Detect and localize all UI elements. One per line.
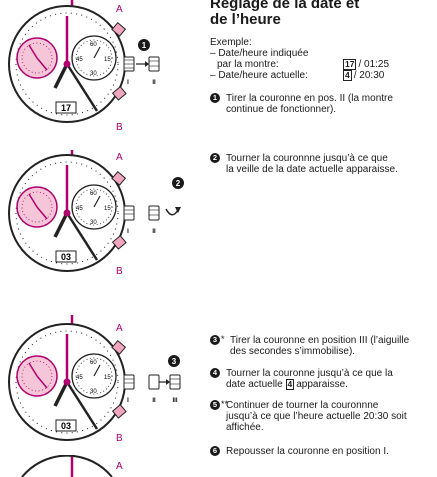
minute-hand xyxy=(65,63,99,112)
step-number-badge: 6 xyxy=(210,446,220,456)
svg-text:60: 60 xyxy=(90,191,97,197)
shown-date-box: 17 xyxy=(343,59,357,70)
svg-text:2: 2 xyxy=(176,179,181,188)
crown-fully-pulled xyxy=(169,374,181,390)
svg-text:03: 03 xyxy=(61,421,71,431)
pusher-top xyxy=(111,340,127,355)
svg-text:15: 15 xyxy=(104,375,111,381)
minute-hand xyxy=(65,381,99,430)
svg-text:60: 60 xyxy=(90,42,97,48)
pusher-top xyxy=(111,22,127,37)
step-number-badge: 1 xyxy=(210,93,220,103)
crown-pulled xyxy=(148,374,160,390)
watch-figure-3: A B 60 45 15 30 03 3 I II III xyxy=(0,315,200,445)
svg-text:60: 60 xyxy=(90,360,97,366)
svg-text:I: I xyxy=(127,80,129,86)
step-number-badge: 4 xyxy=(210,368,220,378)
pusher-top xyxy=(111,171,127,186)
svg-text:I: I xyxy=(127,229,129,235)
step-badge xyxy=(168,355,180,367)
crown xyxy=(123,205,135,221)
svg-text:15: 15 xyxy=(104,206,111,212)
svg-text:45: 45 xyxy=(76,375,83,381)
hour-hand xyxy=(53,212,69,238)
pusher-bottom xyxy=(111,404,127,419)
svg-text:17: 17 xyxy=(61,103,71,113)
label-a: A xyxy=(116,4,123,15)
svg-text:3: 3 xyxy=(172,357,177,366)
hour-hand xyxy=(53,381,69,407)
svg-text:A: A xyxy=(116,323,123,334)
svg-text:30: 30 xyxy=(90,71,97,77)
example-block: Exemple: – Date/heure indiquée par la mo… xyxy=(210,37,390,81)
svg-text:II: II xyxy=(152,80,156,86)
svg-text:A: A xyxy=(116,152,123,163)
date-window xyxy=(55,419,77,432)
svg-text:15: 15 xyxy=(104,57,111,63)
date-window xyxy=(55,101,77,114)
watch-figure-1: A B 60 45 15 30 17 1 I II xyxy=(0,0,200,135)
step-number-badge: 3 xyxy=(210,335,220,345)
center-pin xyxy=(63,60,71,68)
crown xyxy=(123,374,135,390)
svg-text:1: 1 xyxy=(142,41,147,50)
rotate-arrow-icon xyxy=(165,208,179,216)
watch-figure-4: A xyxy=(0,455,200,477)
minute-track xyxy=(15,12,119,116)
svg-text:30: 30 xyxy=(90,220,97,226)
svg-text:30: 30 xyxy=(90,389,97,395)
svg-text:B: B xyxy=(116,266,123,277)
watch-figure-2: A B 60 45 15 30 03 2 I II xyxy=(0,150,200,280)
step-badge xyxy=(138,39,150,51)
svg-text:45: 45 xyxy=(76,206,83,212)
svg-text:I: I xyxy=(127,398,129,404)
step-number-badge: 5 xyxy=(210,400,220,410)
crown-pulled xyxy=(148,56,160,72)
svg-text:03: 03 xyxy=(61,252,71,262)
step-badge xyxy=(172,177,184,189)
svg-text:B: B xyxy=(116,433,123,444)
minute-hand xyxy=(65,212,99,261)
hour-hand xyxy=(53,63,69,89)
svg-text:II: II xyxy=(152,229,156,235)
page-title: Réglage de la date et de l’heure xyxy=(210,0,360,28)
step-number-badge: 2 xyxy=(210,153,220,163)
crown-pulled xyxy=(148,205,160,221)
svg-text:A: A xyxy=(116,461,123,472)
svg-text:II: II xyxy=(152,398,156,404)
pusher-bottom xyxy=(111,86,127,101)
svg-text:III: III xyxy=(172,398,177,404)
date-box: 4 xyxy=(285,379,295,390)
pusher-bottom xyxy=(111,235,127,250)
date-window xyxy=(55,250,77,263)
svg-text:45: 45 xyxy=(76,57,83,63)
current-date-box: 4 xyxy=(343,70,352,81)
label-b: B xyxy=(116,122,123,133)
watch-case-top xyxy=(21,455,113,477)
